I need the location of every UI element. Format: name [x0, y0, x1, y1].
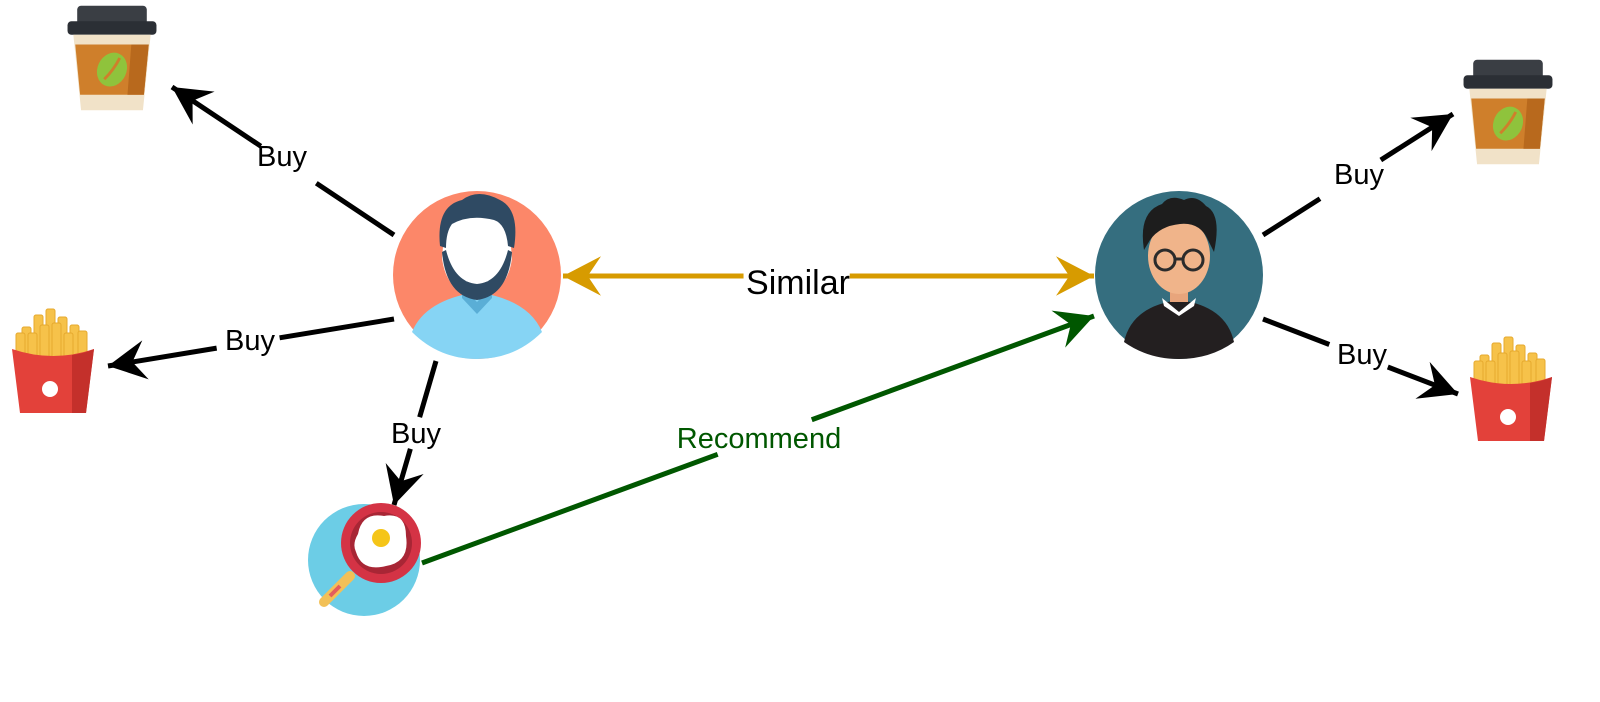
user-b-node[interactable]	[1095, 191, 1263, 359]
french-fries-icon	[1469, 336, 1553, 442]
buy-edge-a-fries-arrowhead	[108, 340, 149, 380]
recommend-label: Recommend	[677, 423, 841, 455]
buy-edge-a-egg-pan	[391, 360, 439, 506]
buy-label-egg-pan-a: Buy	[391, 418, 441, 450]
similar-label: Similar	[746, 264, 850, 302]
recommend-edge	[421, 313, 1095, 566]
buy-edge-b-fries-arrowhead	[1415, 361, 1458, 399]
frying-pan-egg-icon	[319, 503, 421, 607]
buy-edge-b-fries	[1262, 316, 1459, 397]
similar-edge-arrowhead-start	[563, 256, 601, 296]
buy-label-fries-a: Buy	[225, 325, 275, 357]
buy-edge-b-coffee	[1261, 111, 1455, 238]
buy-label-coffee-a: Buy	[257, 141, 307, 173]
buy-edge-a-egg-pan-arrowhead	[385, 462, 424, 505]
egg-pan-node[interactable]	[308, 503, 421, 616]
bearded-man-avatar-icon	[412, 194, 542, 359]
user-a-node[interactable]	[393, 191, 561, 359]
buy-label-coffee-b: Buy	[1334, 159, 1384, 191]
buy-edge-a-coffee-arrowhead	[172, 87, 215, 125]
buy-edge-b-coffee-arrowhead	[1410, 114, 1453, 152]
coffee-cup-icon	[1462, 58, 1554, 166]
french-fries-icon	[11, 308, 95, 414]
recommend-edge-arrowhead	[1051, 310, 1094, 348]
buy-edge-a-coffee	[170, 84, 396, 238]
buy-edge-a-fries	[107, 316, 395, 369]
edge-labels: Buy Buy Buy Buy Buy Similar Recommend	[225, 141, 1387, 455]
man-with-glasses-avatar-icon	[1124, 197, 1234, 359]
coffee-cup-icon	[66, 4, 158, 112]
buy-label-fries-b: Buy	[1337, 339, 1387, 371]
similar-edge-arrowhead	[1056, 256, 1094, 296]
edges	[107, 84, 1459, 566]
